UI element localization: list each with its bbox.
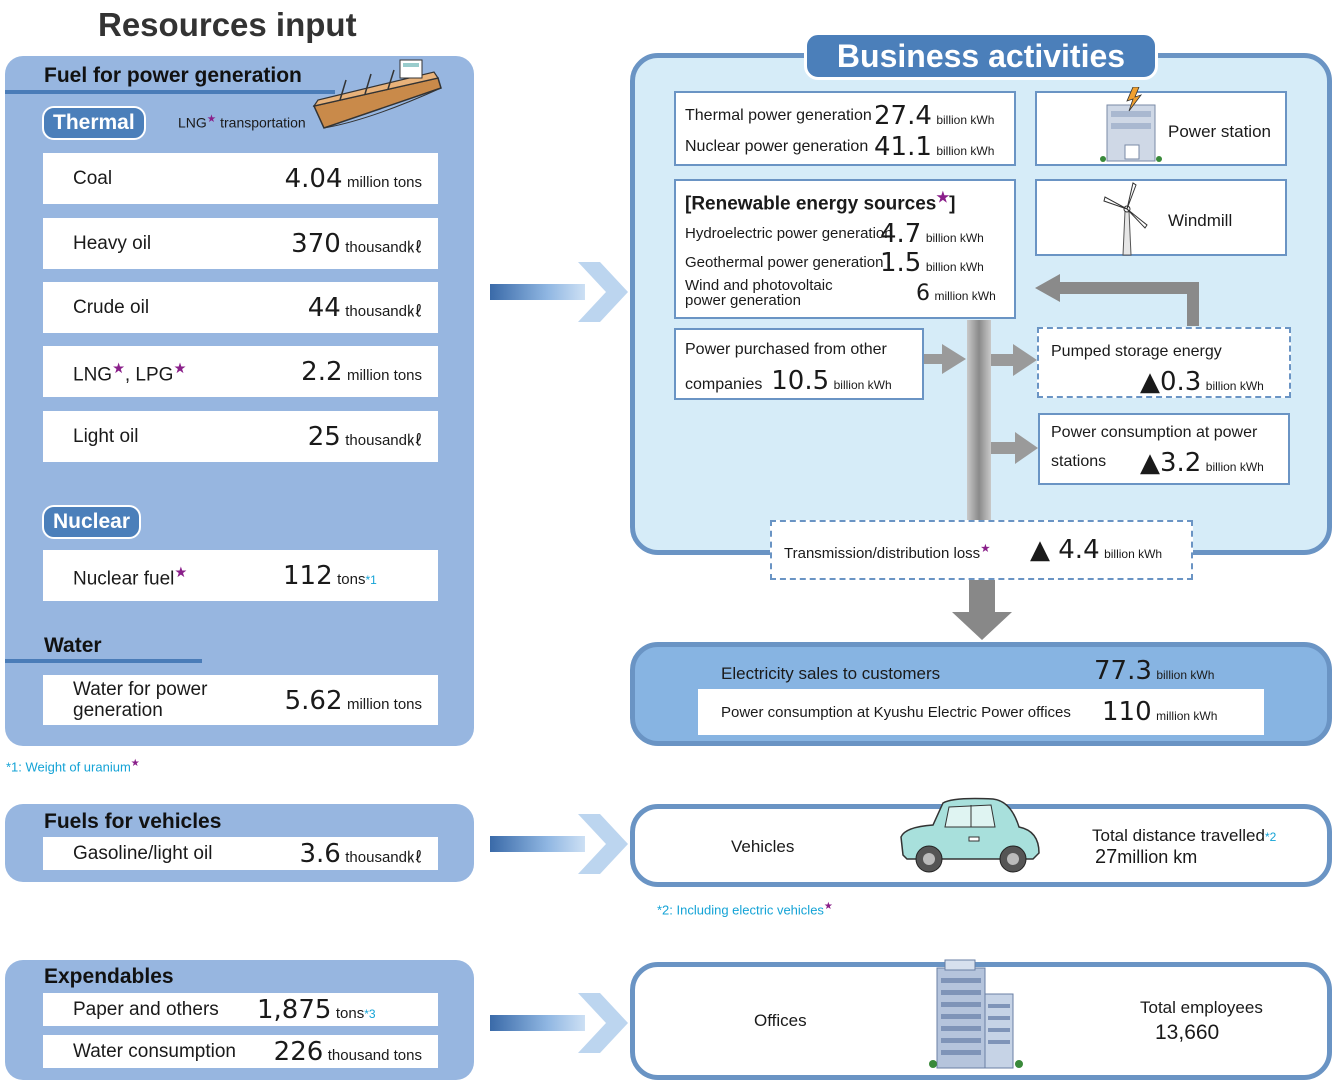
lng-transport-label: LNG★ transportation (178, 113, 306, 131)
vehicle-fuel-heading: Fuels for vehicles (44, 810, 222, 833)
water-consumption-row: Water consumption 226 thousand tons (43, 1035, 438, 1068)
purchased-power-box: Power purchased from other companies 10.… (674, 328, 924, 400)
fuel-heading-rule (5, 90, 335, 94)
station-consumption-box: Power consumption at power stations ▲3.2… (1038, 413, 1290, 485)
crude-oil-row: Crude oil 44 thousand㎘ (43, 282, 438, 333)
water-heading-rule (5, 659, 202, 663)
flow-arrow-vehicles (490, 814, 628, 874)
paper-row: Paper and others 1,875 tons*3 (43, 993, 438, 1026)
pumped-storage-box: Pumped storage energy ▲0.3 billion kWh (1037, 327, 1291, 398)
heavy-oil-row: Heavy oil 370 thousand㎘ (43, 218, 438, 269)
thermal-label: Thermal (42, 106, 146, 140)
windmill-icon (1103, 182, 1148, 256)
gasoline-row: Gasoline/light oil 3.6 thousand㎘ (43, 837, 438, 870)
water-heading: Water (44, 634, 102, 657)
flow-arrow-expendables (490, 993, 628, 1053)
offices-label: Offices (754, 1011, 807, 1030)
expendables-heading: Expendables (44, 965, 174, 988)
office-building-icon (929, 959, 1023, 1069)
distance-label: Total distance travelled*2 (1092, 826, 1277, 845)
employees-label: Total employees (1140, 998, 1263, 1017)
fuel-heading: Fuel for power generation (44, 64, 302, 87)
transmission-loss-box: Transmission/distribution loss★ ▲ 4.4 bi… (770, 520, 1193, 580)
renewable-box: [Renewable energy sources★] Hydroelectri… (674, 179, 1016, 319)
employees-value: 13,660 (1155, 1021, 1220, 1044)
flow-arrow-fuel (490, 262, 628, 322)
light-oil-row: Light oil 25 thousand㎘ (43, 411, 438, 462)
windmill-box: Windmill (1035, 179, 1287, 256)
distance-value: 27million km (1095, 846, 1198, 868)
power-station-icon (1100, 87, 1162, 162)
business-title: Business activities (804, 32, 1158, 80)
sales-label: Electricity sales to customers (721, 664, 941, 683)
nuclear-fuel-row: Nuclear fuel★ 112 tons*1 (43, 550, 438, 601)
vehicles-label: Vehicles (731, 837, 795, 856)
lng-tanker-ship-icon (312, 59, 442, 129)
lng-lpg-row: LNG★, LPG★ 2.2 million tons (43, 346, 438, 397)
footnote-electric-vehicles: *2: Including electric vehicles★ (657, 901, 833, 918)
coal-row: Coal 4.04 million tons (43, 153, 438, 204)
footnote-uranium: *1: Weight of uranium★ (6, 758, 140, 775)
internal-flow-arrows (922, 274, 1199, 640)
power-station-box: Power station (1035, 87, 1287, 166)
car-icon (900, 797, 1040, 873)
generation-box: Thermal power generation 27.4 billion kW… (674, 91, 1016, 166)
resources-input-title: Resources input (98, 6, 357, 43)
nuclear-label: Nuclear (42, 505, 142, 539)
sales-value: 77.3 billion kWh (1094, 656, 1215, 686)
office-consumption-box: Power consumption at Kyushu Electric Pow… (698, 689, 1264, 735)
